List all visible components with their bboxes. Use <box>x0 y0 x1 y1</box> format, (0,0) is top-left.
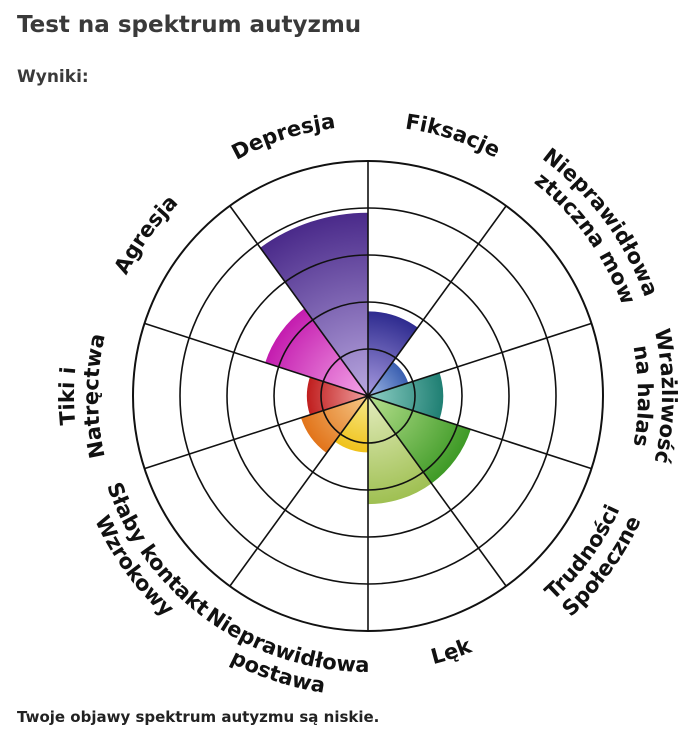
sector-2 <box>368 372 444 420</box>
grid-spoke-4 <box>367 395 507 587</box>
grid-spoke-2 <box>367 322 592 397</box>
results-label: Wyniki: <box>17 67 89 87</box>
category-label-4-0: Lęk <box>428 633 475 669</box>
grid-spoke-3 <box>367 395 592 470</box>
category-label-8-0: Agresja <box>109 190 182 278</box>
grid-spoke-7 <box>144 395 369 470</box>
autism-spectrum-polar-chart: FiksacjeNieprawidłowalSztuczna mowaWrażl… <box>0 100 680 698</box>
sector-6 <box>300 396 368 454</box>
category-label-0-0: Fiksacje <box>404 110 504 163</box>
chart-grid <box>132 160 604 632</box>
grid-spoke-9 <box>229 205 369 397</box>
category-label-2-1: na halas <box>629 344 658 449</box>
grid-spoke-1 <box>367 205 507 397</box>
sector-8 <box>265 308 368 396</box>
chart-sectors <box>260 212 471 505</box>
sector-9 <box>260 212 368 396</box>
category-label-7-1: Natręctwa <box>79 331 110 460</box>
sector-1 <box>368 361 409 396</box>
category-label-7-0: Tiki i <box>55 366 80 426</box>
grid-spoke-6 <box>229 395 369 587</box>
result-summary: Twoje objawy spektrum autyzmu są niskie. <box>17 708 380 726</box>
sector-0 <box>368 311 418 396</box>
grid-spoke-8 <box>144 322 369 397</box>
sector-3 <box>368 396 471 484</box>
page-title: Test na spektrum autyzmu <box>17 12 362 38</box>
category-label-9-0: Depresja <box>228 109 337 165</box>
sector-5 <box>334 396 368 453</box>
